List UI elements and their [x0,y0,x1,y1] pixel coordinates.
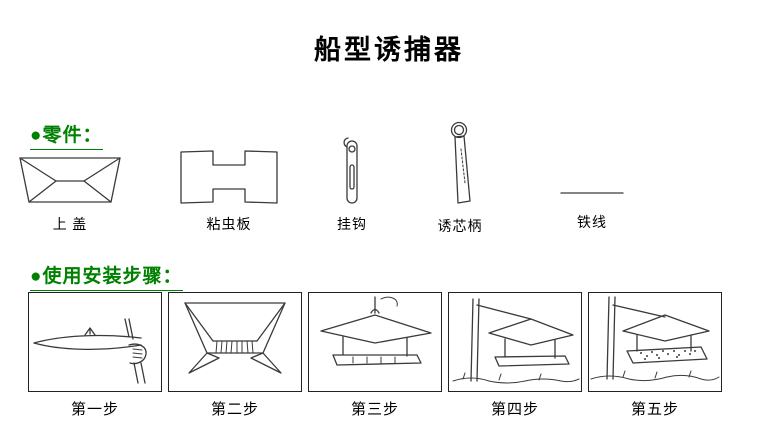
steps-section-heading: ●使用安装步骤： [30,261,183,291]
steps-row: 第一步 第二步 [28,292,722,419]
hook-illustration [343,137,358,204]
part-label: 粘虫板 [206,218,252,233]
iron-wire-illustration [560,192,624,194]
bullet-icon: ● [30,266,43,287]
part-label: 铁线 [577,216,607,231]
step-item-3: 第三步 [308,292,442,419]
step-item-5: 第五步 [588,292,722,419]
step-5-illustration [590,296,720,382]
step-4-box [448,292,582,392]
step-2-illustration [184,302,286,374]
step-label: 第五步 [630,402,679,418]
step-item-2: 第二步 [168,292,302,419]
step-2-box [168,292,302,392]
part-item-top-cover: 上 盖 [18,151,122,234]
steps-heading-label: 使用安装步骤： [42,266,183,287]
part-item-iron-wire: 铁线 [556,188,628,232]
lure-core-handle-illustration [450,121,471,204]
part-item-sticky-board: 粘虫板 [175,147,283,234]
sticky-board-illustration [180,150,278,204]
step-item-1: 第一步 [28,292,162,419]
part-label: 挂钩 [337,218,367,233]
step-label: 第三步 [350,402,399,418]
parts-heading-label: 零件： [42,125,103,146]
step-1-box [28,292,162,392]
step-label: 第一步 [70,402,119,418]
step-item-4: 第四步 [448,292,582,419]
parts-section-heading: ●零件： [30,120,103,150]
step-1-illustration [33,318,147,384]
step-3-illustration [320,296,432,366]
page-title: 船型诱捕器 [314,35,464,65]
step-3-box [308,292,442,392]
part-label: 诱芯柄 [437,220,483,235]
step-4-illustration [452,298,580,384]
bullet-icon: ● [30,125,43,146]
top-cover-illustration [19,157,121,203]
step-5-box [588,292,722,392]
step-label: 第二步 [210,402,259,418]
part-item-hook: 挂钩 [322,135,382,234]
part-item-lure-core-handle: 诱芯柄 [425,121,495,236]
step-label: 第四步 [490,402,539,418]
part-label: 上 盖 [52,218,88,233]
